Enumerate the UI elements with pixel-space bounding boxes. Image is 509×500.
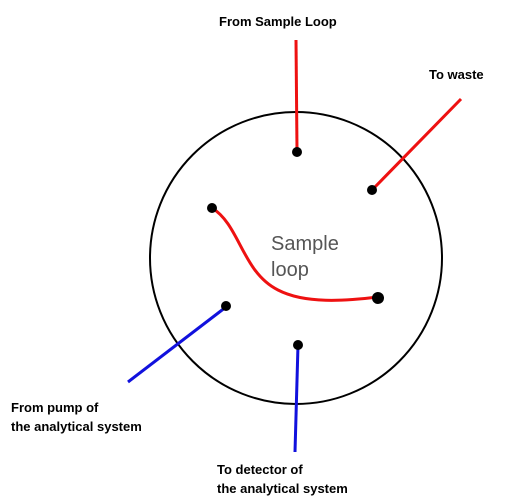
label-sample-loop-line2: loop — [271, 259, 309, 281]
port-loop-start — [207, 203, 217, 213]
port-from-sample-loop — [292, 147, 302, 157]
port-to-waste — [367, 185, 377, 195]
label-to-detector-line1: To detector of — [217, 462, 303, 477]
label-to-detector-line2: the analytical system — [217, 481, 348, 496]
from-pump-line — [127, 305, 227, 384]
port-loop-end — [372, 292, 384, 304]
label-from-pump-line2: the analytical system — [11, 419, 142, 434]
label-to-waste: To waste — [429, 67, 484, 82]
port-from-pump — [221, 301, 231, 311]
sample-loop-curve — [211, 206, 379, 302]
to-waste-line — [371, 97, 463, 191]
to-detector-line — [293, 344, 300, 453]
port-to-detector — [293, 340, 303, 350]
label-from-pump-line1: From pump of — [11, 400, 99, 415]
label-sample-loop-line1: Sample — [271, 233, 339, 255]
label-from-sample-loop: From Sample Loop — [219, 14, 337, 29]
from-sample-loop-line — [294, 39, 299, 151]
